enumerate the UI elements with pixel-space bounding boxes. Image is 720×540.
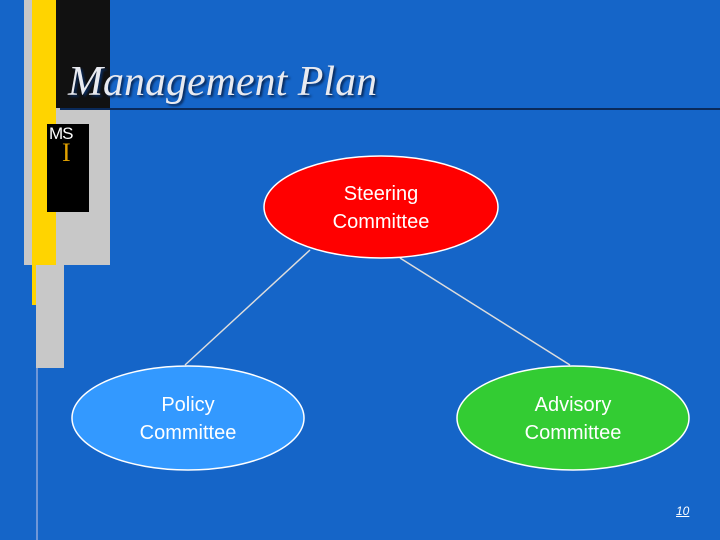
policy-committee-ellipse <box>71 365 305 471</box>
steering-committee-node: Steering Committee <box>263 155 499 259</box>
slide-title: Management Plan <box>68 59 378 105</box>
policy-committee-node: Policy Committee <box>71 365 305 471</box>
policy-label-line1: Policy <box>161 394 214 416</box>
advisory-label-line1: Advisory <box>535 394 612 416</box>
steering-label-line1: Steering <box>344 183 419 205</box>
deco-thin-line <box>36 368 38 540</box>
deco-rule-line <box>60 108 720 110</box>
msi-logo: MS I <box>47 124 89 212</box>
logo-letters: MS <box>49 124 73 143</box>
steering-label-line2: Committee <box>333 211 430 233</box>
deco-black-bar <box>55 0 110 108</box>
policy-label-line2: Committee <box>140 422 237 444</box>
advisory-label-line2: Committee <box>525 422 622 444</box>
advisory-committee-node: Advisory Committee <box>456 365 690 471</box>
page-number: 10 <box>676 504 690 518</box>
logo-accent-letter: I <box>62 138 71 167</box>
advisory-committee-ellipse <box>456 365 690 471</box>
connector-steering-advisory <box>399 257 571 366</box>
steering-committee-ellipse <box>263 155 499 259</box>
connector-steering-policy <box>184 249 311 366</box>
deco-gray-bar-short <box>36 265 64 368</box>
